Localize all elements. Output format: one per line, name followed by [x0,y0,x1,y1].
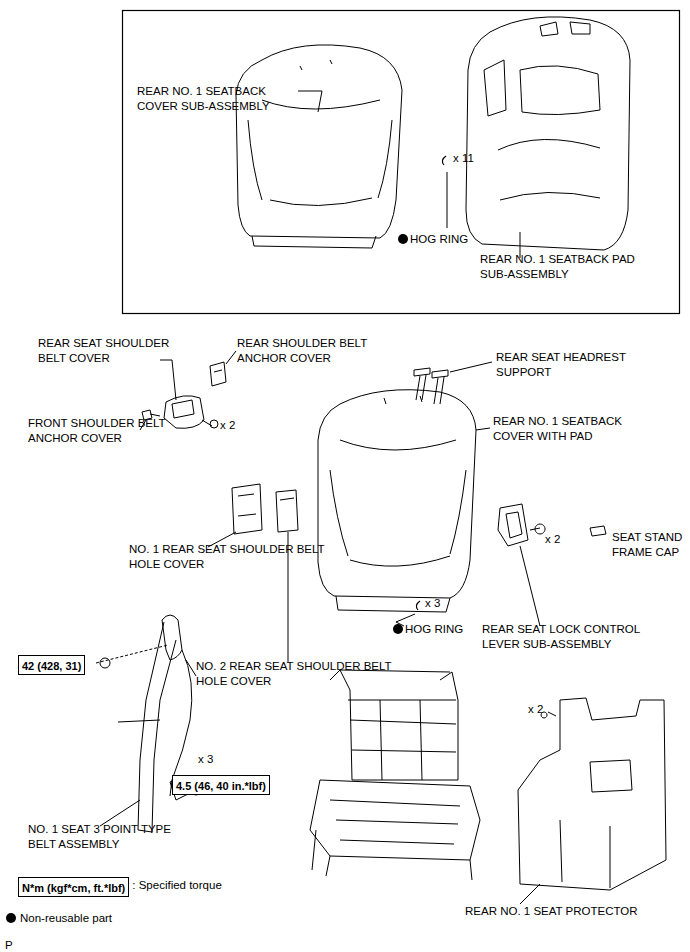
part-label: P [5,938,13,952]
part-label: NO. 2 REAR SEAT SHOULDER BELT HOLE COVER [196,659,396,689]
part-label: NO. 1 REAR SEAT SHOULDER BELT HOLE COVER [129,542,329,572]
torque-value: 42 (428, 31) [22,660,81,672]
torque-box: 42 (428, 31) [18,655,85,675]
part-label: REAR SEAT LOCK CONTROL LEVER SUB-ASSEMBL… [482,622,677,652]
torque-box: N*m (kgf*cm, ft.*lbf) [18,877,129,897]
part-label: REAR SEAT HEADREST SUPPORT [496,350,656,380]
legend-text: Non-reusable part [20,911,112,926]
part-label: HOG RING [405,622,463,637]
part-label: x 2 [220,418,235,433]
part-label: REAR SEAT SHOULDER BELT COVER [38,336,188,366]
part-label: NO. 1 SEAT 3 POINT TYPE BELT ASSEMBLY [28,822,173,852]
part-label: x 3 [198,752,213,767]
part-label: REAR NO. 1 SEATBACK PAD SUB-ASSEMBLY [480,252,640,282]
torque-box: 4.5 (46, 40 in.*lbf) [172,775,270,795]
torque-value: N*m (kgf*cm, ft.*lbf) [22,882,125,894]
part-label: x 11 [453,151,474,166]
part-label: SEAT STAND FRAME CAP [612,530,688,560]
part-label: x 2 [528,702,543,717]
part-label: FRONT SHOULDER BELT ANCHOR COVER [28,416,183,446]
part-label: REAR NO. 1 SEATBACK COVER SUB-ASSEMBLY [137,84,297,114]
part-label: REAR NO. 1 SEAT PROTECTOR [465,904,638,919]
part-label: x 2 [545,532,560,547]
torque-value: 4.5 (46, 40 in.*lbf) [176,780,266,792]
part-label: REAR SHOULDER BELT ANCHOR COVER [237,336,387,366]
legend-text: : Specified torque [132,878,222,893]
part-label: REAR NO. 1 SEATBACK COVER WITH PAD [493,414,653,444]
part-label: x 3 [425,596,440,611]
part-label: HOG RING [410,232,468,247]
